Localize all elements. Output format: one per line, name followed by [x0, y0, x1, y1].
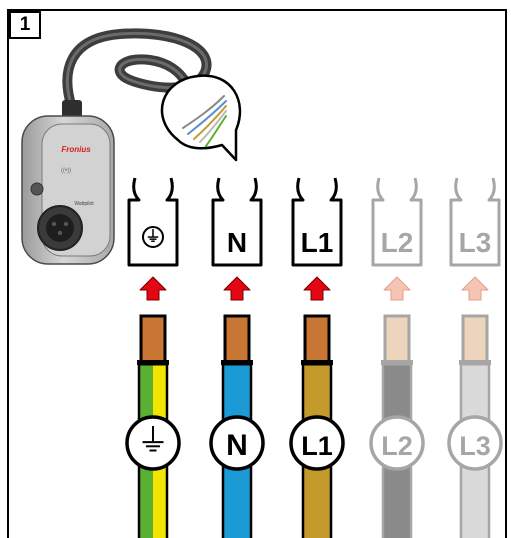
- copper-conductor: [303, 314, 331, 366]
- wire-l1: L1: [289, 314, 345, 538]
- arrow-pe: [139, 276, 167, 301]
- copper-conductor: [139, 314, 167, 366]
- terminal-n: N: [211, 177, 263, 267]
- model-label: Wattpilot: [74, 201, 94, 207]
- ground-icon: [147, 229, 159, 242]
- status-led: [30, 182, 44, 196]
- arrow-l3: [461, 276, 489, 301]
- wire-label-ring-n: [209, 415, 265, 471]
- terminal-label-l2: L2: [381, 227, 414, 258]
- wire-label-ring-l1: [289, 415, 345, 471]
- copper-conductor: [461, 314, 489, 366]
- wire-label-ring-l2: [369, 415, 425, 471]
- terminal-l2: L2: [371, 177, 423, 267]
- arrow-l2: [383, 276, 411, 301]
- copper-conductor: [223, 314, 251, 366]
- wire-label-n: N: [226, 429, 248, 462]
- figure-frame: [7, 9, 507, 538]
- terminal-label-n: N: [227, 227, 247, 258]
- wire-label-l1: L1: [301, 431, 333, 461]
- step-number-badge: 1: [9, 11, 41, 39]
- wallbox-charger: Fronius ((•)) Wattpilot: [21, 115, 115, 265]
- terminal-l3: L3: [449, 177, 501, 267]
- wire-label-ring-l3: [447, 415, 503, 471]
- wire-ends: [182, 95, 227, 147]
- insertion-arrows: [139, 276, 489, 301]
- wire-label-l3: L3: [459, 431, 491, 461]
- socket-inner: [46, 214, 74, 242]
- step-number: 1: [19, 14, 31, 35]
- wire-n: N: [209, 314, 265, 538]
- terminal-label-l1: L1: [301, 227, 334, 258]
- arrow-n: [223, 276, 251, 301]
- copper-conductor: [383, 314, 411, 366]
- wire-ends-callout: [160, 74, 242, 162]
- brand-logo: Fronius: [61, 145, 91, 154]
- terminal-pe: [127, 177, 179, 267]
- conductor-wires: N L1 L2 L3: [125, 314, 503, 538]
- wire-l2: L2: [369, 314, 425, 538]
- terminal-block: N L1 L2 L3: [127, 177, 501, 267]
- wire-label-l2: L2: [381, 431, 413, 461]
- terminal-l1: L1: [291, 177, 343, 267]
- arrow-l1: [303, 276, 331, 301]
- ground-icon: [142, 426, 164, 452]
- wire-pe: [125, 314, 181, 538]
- terminal-label-l3: L3: [459, 227, 492, 258]
- wire-l3: L3: [447, 314, 503, 538]
- rfid-symbol: ((•)): [61, 168, 71, 174]
